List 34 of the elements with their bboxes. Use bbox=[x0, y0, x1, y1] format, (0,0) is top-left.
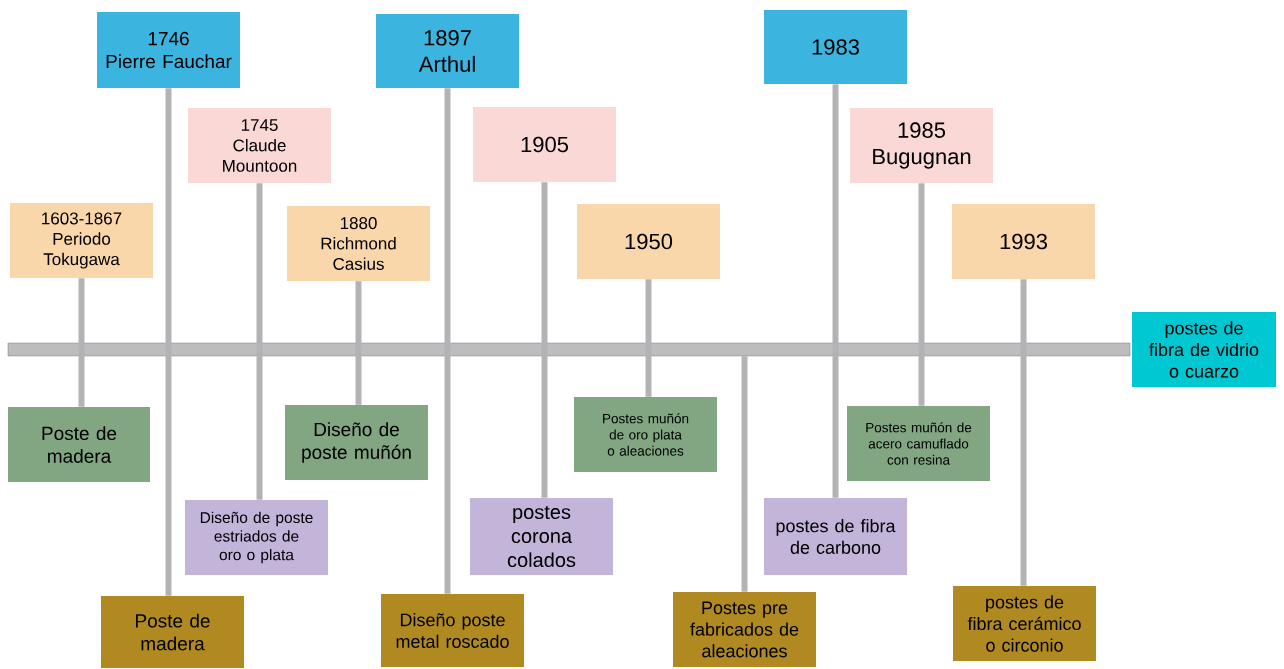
date-box: 1897 Arthul bbox=[376, 14, 519, 88]
connector-line bbox=[256, 183, 263, 500]
date-box: 1880 Richmond Casius bbox=[287, 206, 430, 281]
connector-line bbox=[645, 279, 652, 397]
date-box: 1950 bbox=[577, 204, 720, 279]
end-box: postes de fibra de vidrio o cuarzo bbox=[1132, 312, 1276, 387]
connector-line bbox=[355, 281, 362, 405]
date-box: 1746 Pierre Fauchar bbox=[97, 12, 240, 88]
connector-line bbox=[918, 183, 925, 406]
date-box: 1993 bbox=[952, 204, 1095, 279]
connector-line bbox=[78, 278, 85, 407]
description-box: Postes muñón de acero camuflado con resina bbox=[847, 406, 990, 481]
description-box: Postes pre fabricados de aleaciones bbox=[673, 592, 816, 667]
description-box: Diseño de poste estriados de oro o plata bbox=[185, 500, 328, 575]
date-box: 1745 Claude Mountoon bbox=[188, 108, 331, 183]
timeline-bar bbox=[7, 342, 1131, 357]
date-box: 1905 bbox=[473, 107, 616, 182]
date-box: 1983 bbox=[764, 10, 907, 84]
connector-line bbox=[541, 182, 548, 498]
date-box: 1985 Bugugnan bbox=[850, 108, 993, 183]
connector-line bbox=[165, 88, 172, 596]
description-box: postes corona colados bbox=[470, 498, 613, 575]
description-box: postes de fibra de carbono bbox=[764, 498, 907, 575]
connector-line bbox=[832, 84, 839, 498]
connector-line bbox=[741, 356, 748, 592]
description-box: Postes muñón de oro plata o aleaciones bbox=[574, 397, 717, 472]
description-box: Poste de madera bbox=[101, 596, 244, 668]
connector-line bbox=[1020, 279, 1027, 586]
description-box: postes de fibra cerámico o circonio bbox=[953, 586, 1096, 661]
description-box: Diseño de poste muñón bbox=[285, 405, 428, 480]
date-box: 1603-1867 Periodo Tokugawa bbox=[10, 203, 153, 278]
connector-line bbox=[444, 88, 451, 594]
description-box: Poste de madera bbox=[8, 407, 150, 482]
description-box: Diseño poste metal roscado bbox=[381, 594, 524, 667]
